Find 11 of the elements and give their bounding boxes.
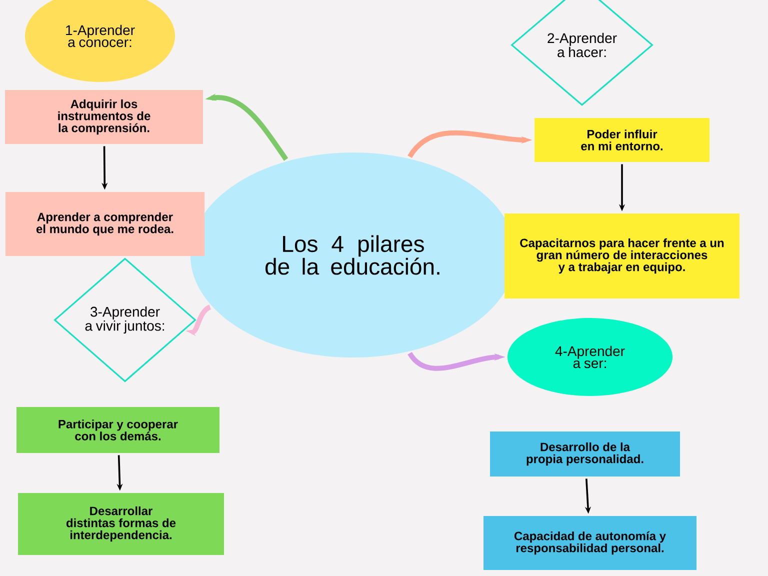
text-box: Capacitarnos para hacer frente a un gran número de interacciones y a trabajar en equipo. [504, 214, 740, 298]
text-box: Desarrollar distintas formas de interdependencia. [18, 493, 224, 555]
text-box: Aprender a comprender el mundo que me rodea. [6, 192, 204, 256]
text-box: Desarrollo de la propia personalidad. [490, 432, 680, 476]
text-box: Poder influir en mi entorno. [534, 118, 710, 162]
text-box: Capacidad de autonomía y responsabilidad personal. [484, 516, 696, 570]
title-blob: Los 4 pilares de la educación. [190, 152, 516, 358]
heading-blob: 1-Aprender a conocer: [25, 0, 175, 82]
heading-blob: 4-Aprender a ser: [508, 318, 672, 396]
text-box: Participar y cooperar con los demás. [16, 407, 220, 453]
text-box: Adquirir los instrumentos de la comprensión. [5, 90, 203, 144]
